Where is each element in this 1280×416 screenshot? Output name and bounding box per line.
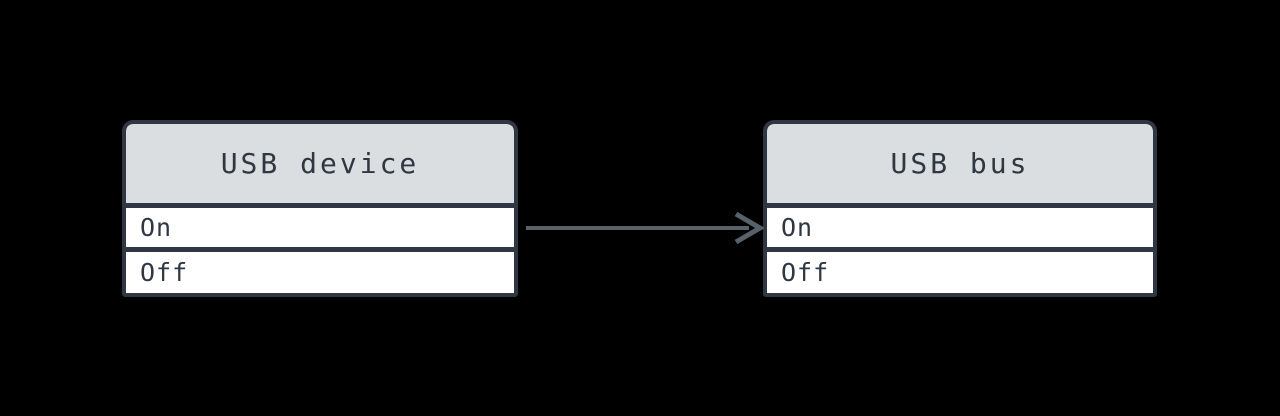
node-title-usb-bus: USB bus <box>767 124 1153 203</box>
node-row-usb-device-on: On <box>126 208 514 247</box>
node-row-usb-bus-off: Off <box>767 252 1153 293</box>
node-row-usb-device-off: Off <box>126 252 514 293</box>
node-row-usb-bus-on: On <box>767 208 1153 247</box>
transition-arrow <box>518 208 764 248</box>
arrow-right-icon <box>526 211 764 245</box>
state-node-usb-device: USB device On Off <box>122 120 518 297</box>
node-title-usb-device: USB device <box>126 124 514 203</box>
state-node-usb-bus: USB bus On Off <box>763 120 1157 297</box>
